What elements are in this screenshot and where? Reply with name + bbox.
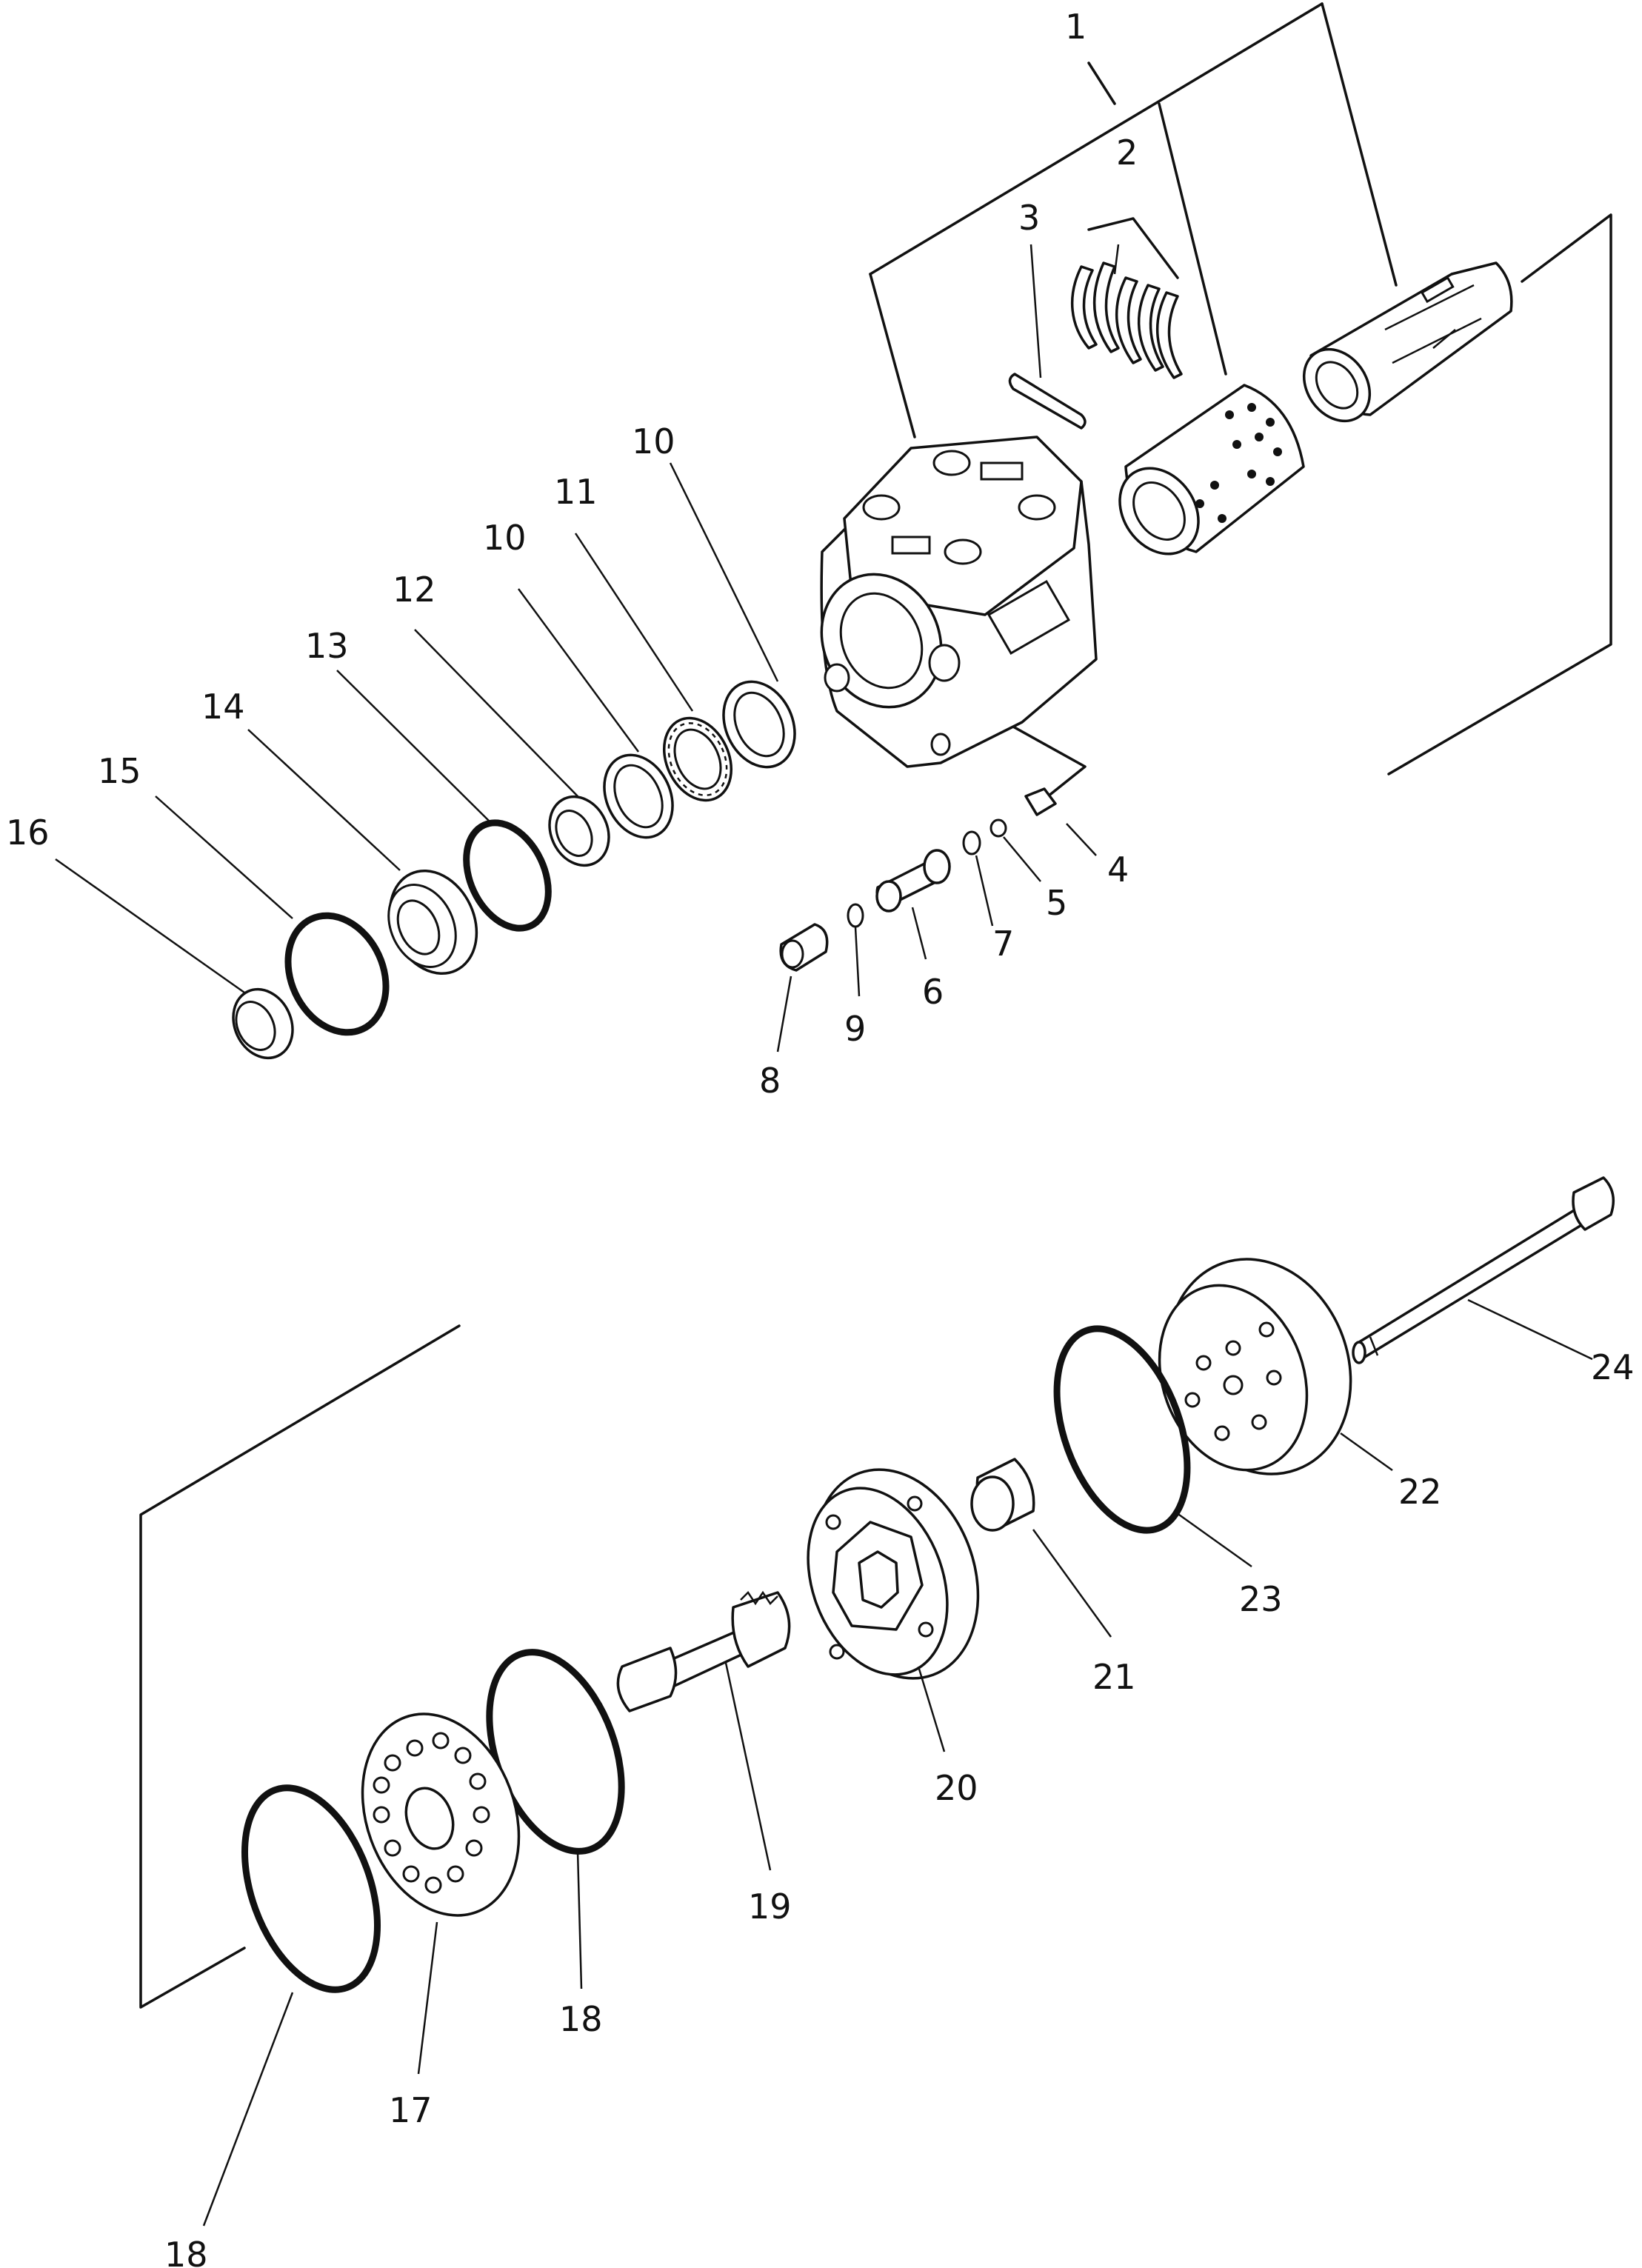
part-6-check-valve-seat [875,849,951,913]
part-20-gerotor-set [807,1468,980,1680]
part-10-thrust-washer-a [722,680,796,769]
lower-assembly-frame [139,1324,461,2009]
callout-9: 9 [844,1009,866,1049]
part-11-thrust-bearing [662,716,733,802]
part-13-o-ring [463,819,552,932]
lower-leader-lines [202,1298,1593,2227]
part-23-o-ring [1053,1325,1191,1534]
callout-3: 3 [1018,198,1040,238]
callout-4: 4 [1107,850,1129,890]
part-14-seal-housing [387,869,478,975]
callout-20: 20 [935,1768,978,1808]
part-1-valve-housing [820,436,1098,768]
part-10-thrust-washer-b [603,753,674,839]
callout-5: 5 [1046,883,1067,923]
callout-18-middle: 18 [559,1999,603,2039]
callout-24: 24 [1591,1347,1635,1387]
callout-21: 21 [1092,1657,1136,1697]
callout-10-upper: 10 [632,421,675,461]
callout-11: 11 [554,472,598,512]
callout-6: 6 [922,972,944,1012]
upper-leader-lines [55,244,1120,1053]
callout-7: 7 [992,924,1014,964]
callout-19: 19 [748,1887,792,1927]
part-18-o-ring-b [241,1784,381,1993]
callout-numbers: 1 2 3 4 5 6 7 8 9 10 10 11 12 13 14 15 1… [6,7,1635,2268]
callout-16: 16 [6,813,50,853]
part-19-drive-shaft [616,1590,791,1712]
part-17-plate [361,1712,521,1917]
part-24-bolt [1352,1176,1615,1364]
callout-14: 14 [201,687,245,727]
part-12-needle-bearing [548,795,610,867]
callout-1: 1 [1065,7,1087,47]
part-5-check-ball [989,818,1007,838]
part-22-end-cap [1158,1258,1352,1475]
part-9-o-ring-small [847,903,864,928]
callout-8: 8 [759,1061,781,1101]
part-16-dust-seal [232,987,294,1060]
part-8-plug [779,923,829,972]
callout-13: 13 [305,626,349,666]
part-7-o-ring-small [962,830,981,855]
part-21-spacer [970,1458,1035,1532]
callout-12: 12 [393,570,436,610]
part-15-snap-ring [284,912,390,1036]
part-3-pin [1008,373,1087,430]
part-4-check-ball-retainer [1024,787,1057,816]
callout-10-lower: 10 [483,518,527,558]
callout-17: 17 [389,2090,433,2130]
part-2-centering-springs [1070,217,1183,379]
callout-23: 23 [1239,1579,1283,1619]
part-1-spool [1302,261,1513,423]
callout-22: 22 [1398,1472,1442,1512]
callout-18-bottom: 18 [164,2235,208,2268]
callout-15: 15 [98,751,141,791]
part-1-sleeve [1118,384,1305,556]
callout-2: 2 [1116,133,1138,173]
